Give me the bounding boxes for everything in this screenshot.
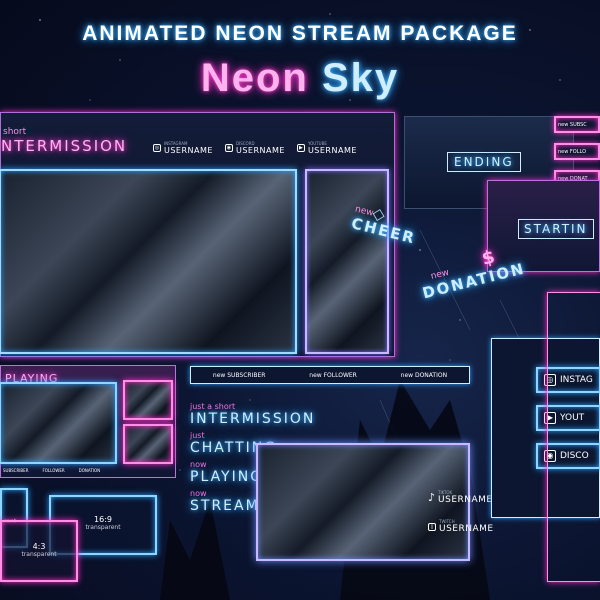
alert-bar-follower: new FOLLOWER (309, 371, 357, 379)
title-word-sky: Sky (321, 56, 400, 100)
alert-bar: new SUBSCRIBER new FOLLOWER new DONATION (190, 366, 470, 384)
gameplay-screen (0, 169, 297, 354)
scene-item: just a short INTERMISSION (190, 402, 316, 427)
scene-item: just CHATTING (190, 431, 278, 456)
panel-youtube: ▶ YOUT (536, 405, 600, 431)
twitch-icon: ▯ (428, 522, 436, 531)
panel-discord: ◉ DISCO (536, 443, 600, 469)
playing-cam-top (123, 380, 173, 420)
package-subtitle: ANIMATED NEON STREAM PACKAGE (82, 22, 518, 45)
info-panels: ◎ INSTAG ▶ YOUT ◉ DISCO (491, 338, 600, 518)
youtube-icon: ▶ (544, 412, 556, 424)
title-word-neon: Neon (200, 56, 309, 100)
transparent-frame-4-3: 4:3 transparent (0, 520, 78, 582)
alert-follower: new FOLLO (554, 143, 600, 160)
scene-small-label: short (3, 127, 27, 137)
webcam-overlay (256, 443, 470, 561)
playing-game-screen (0, 382, 117, 464)
playing-cam-bottom (123, 424, 173, 464)
package-title: Neon Sky (0, 56, 600, 101)
right-alert-stack: new SUBSC new FOLLO new DONAT (554, 116, 600, 187)
scene-item: now PLAYING (190, 460, 264, 485)
starting-label: STARTIN (518, 219, 594, 239)
instagram-icon: ◎ (544, 374, 556, 386)
alert-bar-subscriber: new SUBSCRIBER (212, 371, 266, 379)
discord-icon: ◉ (224, 144, 233, 152)
discord-icon: ◉ (544, 450, 556, 462)
panel-instagram: ◎ INSTAG (536, 367, 600, 393)
donation-alert: $ new DONATION (420, 246, 528, 303)
tiktok-icon: ♪ (428, 491, 436, 504)
youtube-icon: ▶ (296, 144, 305, 152)
playing-label: PLAYING (5, 372, 59, 385)
alert-subscriber: new SUBSC (554, 116, 600, 133)
instagram-icon: ◎ (153, 144, 161, 152)
alert-bar-donation: new DONATION (400, 371, 448, 379)
scene-big-label: NTERMISSION (1, 137, 128, 155)
webcam-frame (305, 169, 389, 354)
panel-tower (547, 292, 600, 582)
ending-label: ENDING (447, 152, 521, 172)
starting-scene: STARTIN (487, 180, 600, 272)
